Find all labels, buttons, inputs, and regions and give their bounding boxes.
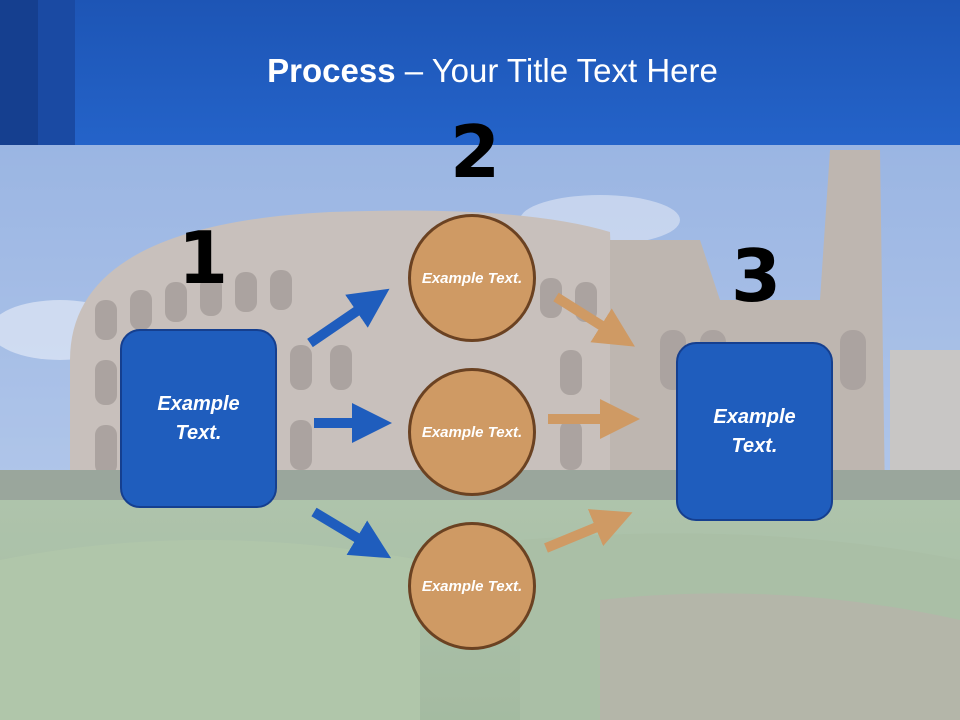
step-2-circle-middle[interactable]: Example Text. [408,368,536,496]
circle-text: Example Text. [421,423,523,441]
step-1-text: Example Text. [157,392,240,444]
slide-title[interactable]: Process – Your Title Text Here [0,52,960,90]
step-number-1: 1 [178,216,229,300]
circle-text: Example Text. [421,577,523,595]
step-3-text: Example Text. [713,405,796,457]
title-bar: Process – Your Title Text Here [0,0,960,145]
arrow-from-top-circle [553,292,635,347]
step-2-circle-top[interactable]: Example Text. [408,214,536,342]
header-accent-stripe [38,0,75,145]
title-bold: Process [267,52,396,89]
arrow-to-bottom-circle [311,507,392,559]
header-accent-stripe [0,0,38,145]
step-number-3: 3 [731,234,782,318]
arrow-to-top-circle [307,288,390,348]
title-rest: – Your Title Text Here [395,52,718,89]
step-2-circle-bottom[interactable]: Example Text. [408,522,536,650]
arrow-from-bottom-circle [544,509,633,553]
step-1-box[interactable]: Example Text. [120,329,277,508]
step-number-2: 2 [450,110,501,194]
circle-text: Example Text. [421,269,523,287]
step-3-box[interactable]: Example Text. [676,342,833,521]
